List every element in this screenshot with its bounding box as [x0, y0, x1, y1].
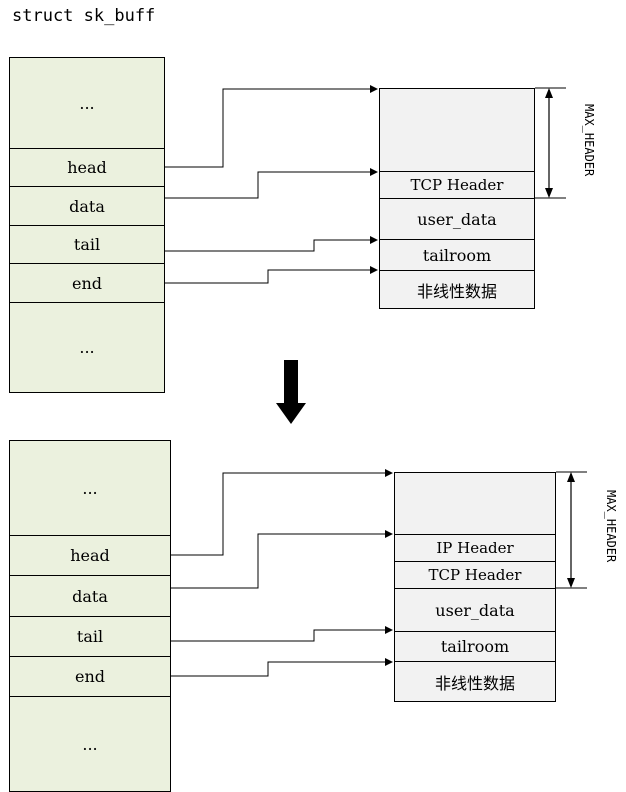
top-buffer-nonlinear-data: 非线性数据: [379, 270, 535, 309]
bottom-buffer-tcp-header: TCP Header: [394, 561, 556, 589]
down-arrow-icon-head: [276, 403, 306, 424]
top-max-header-label: MAX_HEADER: [582, 104, 596, 177]
top-max-header-arrow-down: [545, 188, 553, 198]
bottom-data-pointer-arrow: [171, 530, 393, 589]
bottom-buffer-user-data: user_data: [394, 588, 556, 632]
top-data-pointer-arrow: [165, 168, 378, 199]
bottom-head-pointer-arrow: [171, 469, 393, 556]
bottom-tail-pointer-arrow: [171, 626, 393, 642]
top-tail-pointer-arrow: [165, 236, 378, 252]
bottom-struct-field-head: head: [9, 535, 171, 576]
bottom-struct-field-ellipsis-top: ...: [9, 440, 171, 536]
bottom-buffer-headroom: [394, 472, 556, 535]
top-head-pointer-arrow: [165, 85, 378, 168]
top-end-pointer-arrow: [165, 266, 378, 284]
bottom-buffer-nonlinear-data: 非线性数据: [394, 661, 556, 702]
bottom-buffer-tailroom: tailroom: [394, 631, 556, 662]
top-struct-field-ellipsis-bottom: ...: [9, 302, 165, 393]
top-struct-field-ellipsis-top: ...: [9, 57, 165, 149]
top-struct-field-head: head: [9, 148, 165, 187]
top-struct-field-tail: tail: [9, 225, 165, 264]
top-buffer-tailroom: tailroom: [379, 239, 535, 271]
diagram-title: struct sk_buff: [12, 6, 156, 26]
top-buffer-user-data: user_data: [379, 198, 535, 240]
bottom-max-header-arrow-up: [567, 472, 575, 482]
down-arrow-icon: [284, 360, 298, 404]
top-max-header-arrow-up: [545, 88, 553, 98]
top-struct-field-end: end: [9, 263, 165, 303]
bottom-max-header-arrow-down: [567, 578, 575, 588]
bottom-struct-field-ellipsis-bottom: ...: [9, 696, 171, 792]
bottom-end-pointer-arrow: [171, 658, 393, 677]
top-buffer-headroom: [379, 88, 535, 172]
bottom-struct-field-tail: tail: [9, 616, 171, 657]
bottom-max-header-label: MAX_HEADER: [604, 490, 618, 563]
